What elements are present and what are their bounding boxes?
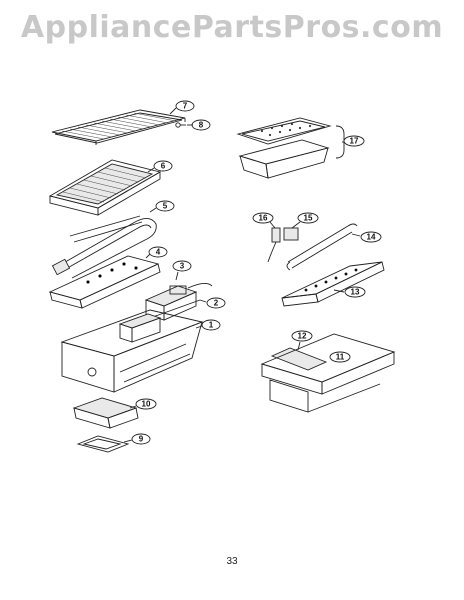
callout-11-label: 11 — [336, 353, 345, 362]
oven-bottom-part — [260, 333, 396, 413]
callout-14: 14 — [351, 231, 382, 243]
callout-13: 13 — [333, 286, 366, 298]
callout-8-label: 8 — [199, 121, 204, 130]
callout-7: 7 — [169, 100, 195, 115]
callout-11: 11 — [329, 351, 351, 363]
callout-4-label: 4 — [156, 248, 161, 257]
callout-1-label: 1 — [209, 321, 214, 330]
callout-8: 8 — [187, 119, 211, 131]
callout-1: 1 — [195, 319, 221, 331]
gasket-part — [76, 435, 130, 453]
callout-6: 6 — [147, 160, 173, 173]
drip-pan-part — [72, 397, 139, 429]
callout-10: 10 — [129, 398, 157, 410]
callout-17: 17 — [342, 135, 365, 147]
callout-4: 4 — [145, 246, 168, 259]
callout-15-label: 15 — [304, 214, 313, 223]
callout-14-label: 14 — [367, 233, 376, 242]
callout-5-label: 5 — [163, 202, 168, 211]
flame-spreader-part — [48, 255, 161, 309]
grill-grate-part — [51, 109, 186, 145]
fastener-part — [175, 122, 186, 128]
callout-3: 3 — [172, 260, 192, 281]
callout-9: 9 — [123, 433, 151, 445]
callout-12-label: 12 — [298, 332, 307, 341]
igniter-assembly-part — [144, 283, 213, 321]
callout-7-label: 7 — [183, 102, 188, 111]
callout-6-label: 6 — [161, 162, 166, 171]
callout-16: 16 — [252, 212, 276, 229]
burner-box-part — [60, 309, 204, 393]
callout-10-label: 10 — [142, 400, 151, 409]
page-number: 33 — [226, 556, 238, 567]
bake-burner-part — [283, 223, 358, 271]
callout-16-label: 16 — [259, 214, 268, 223]
callout-9-label: 9 — [139, 435, 144, 444]
watermark-logo: AppliancePartsPros.com — [20, 10, 444, 45]
baffle-part — [281, 261, 385, 307]
radiant-tray-part — [48, 159, 162, 216]
burner-tube-part — [51, 215, 157, 279]
callout-5: 5 — [149, 200, 175, 213]
callout-17-label: 17 — [350, 137, 359, 146]
callout-3-label: 3 — [180, 262, 185, 271]
roasting-pan-part — [236, 117, 345, 179]
callout-13-label: 13 — [351, 288, 360, 297]
callout-15: 15 — [291, 212, 319, 229]
callout-2-label: 2 — [214, 299, 219, 308]
element-part — [270, 347, 328, 371]
callout-12: 12 — [291, 330, 313, 351]
electrode-part — [267, 227, 281, 263]
callout-2: 2 — [199, 297, 226, 309]
